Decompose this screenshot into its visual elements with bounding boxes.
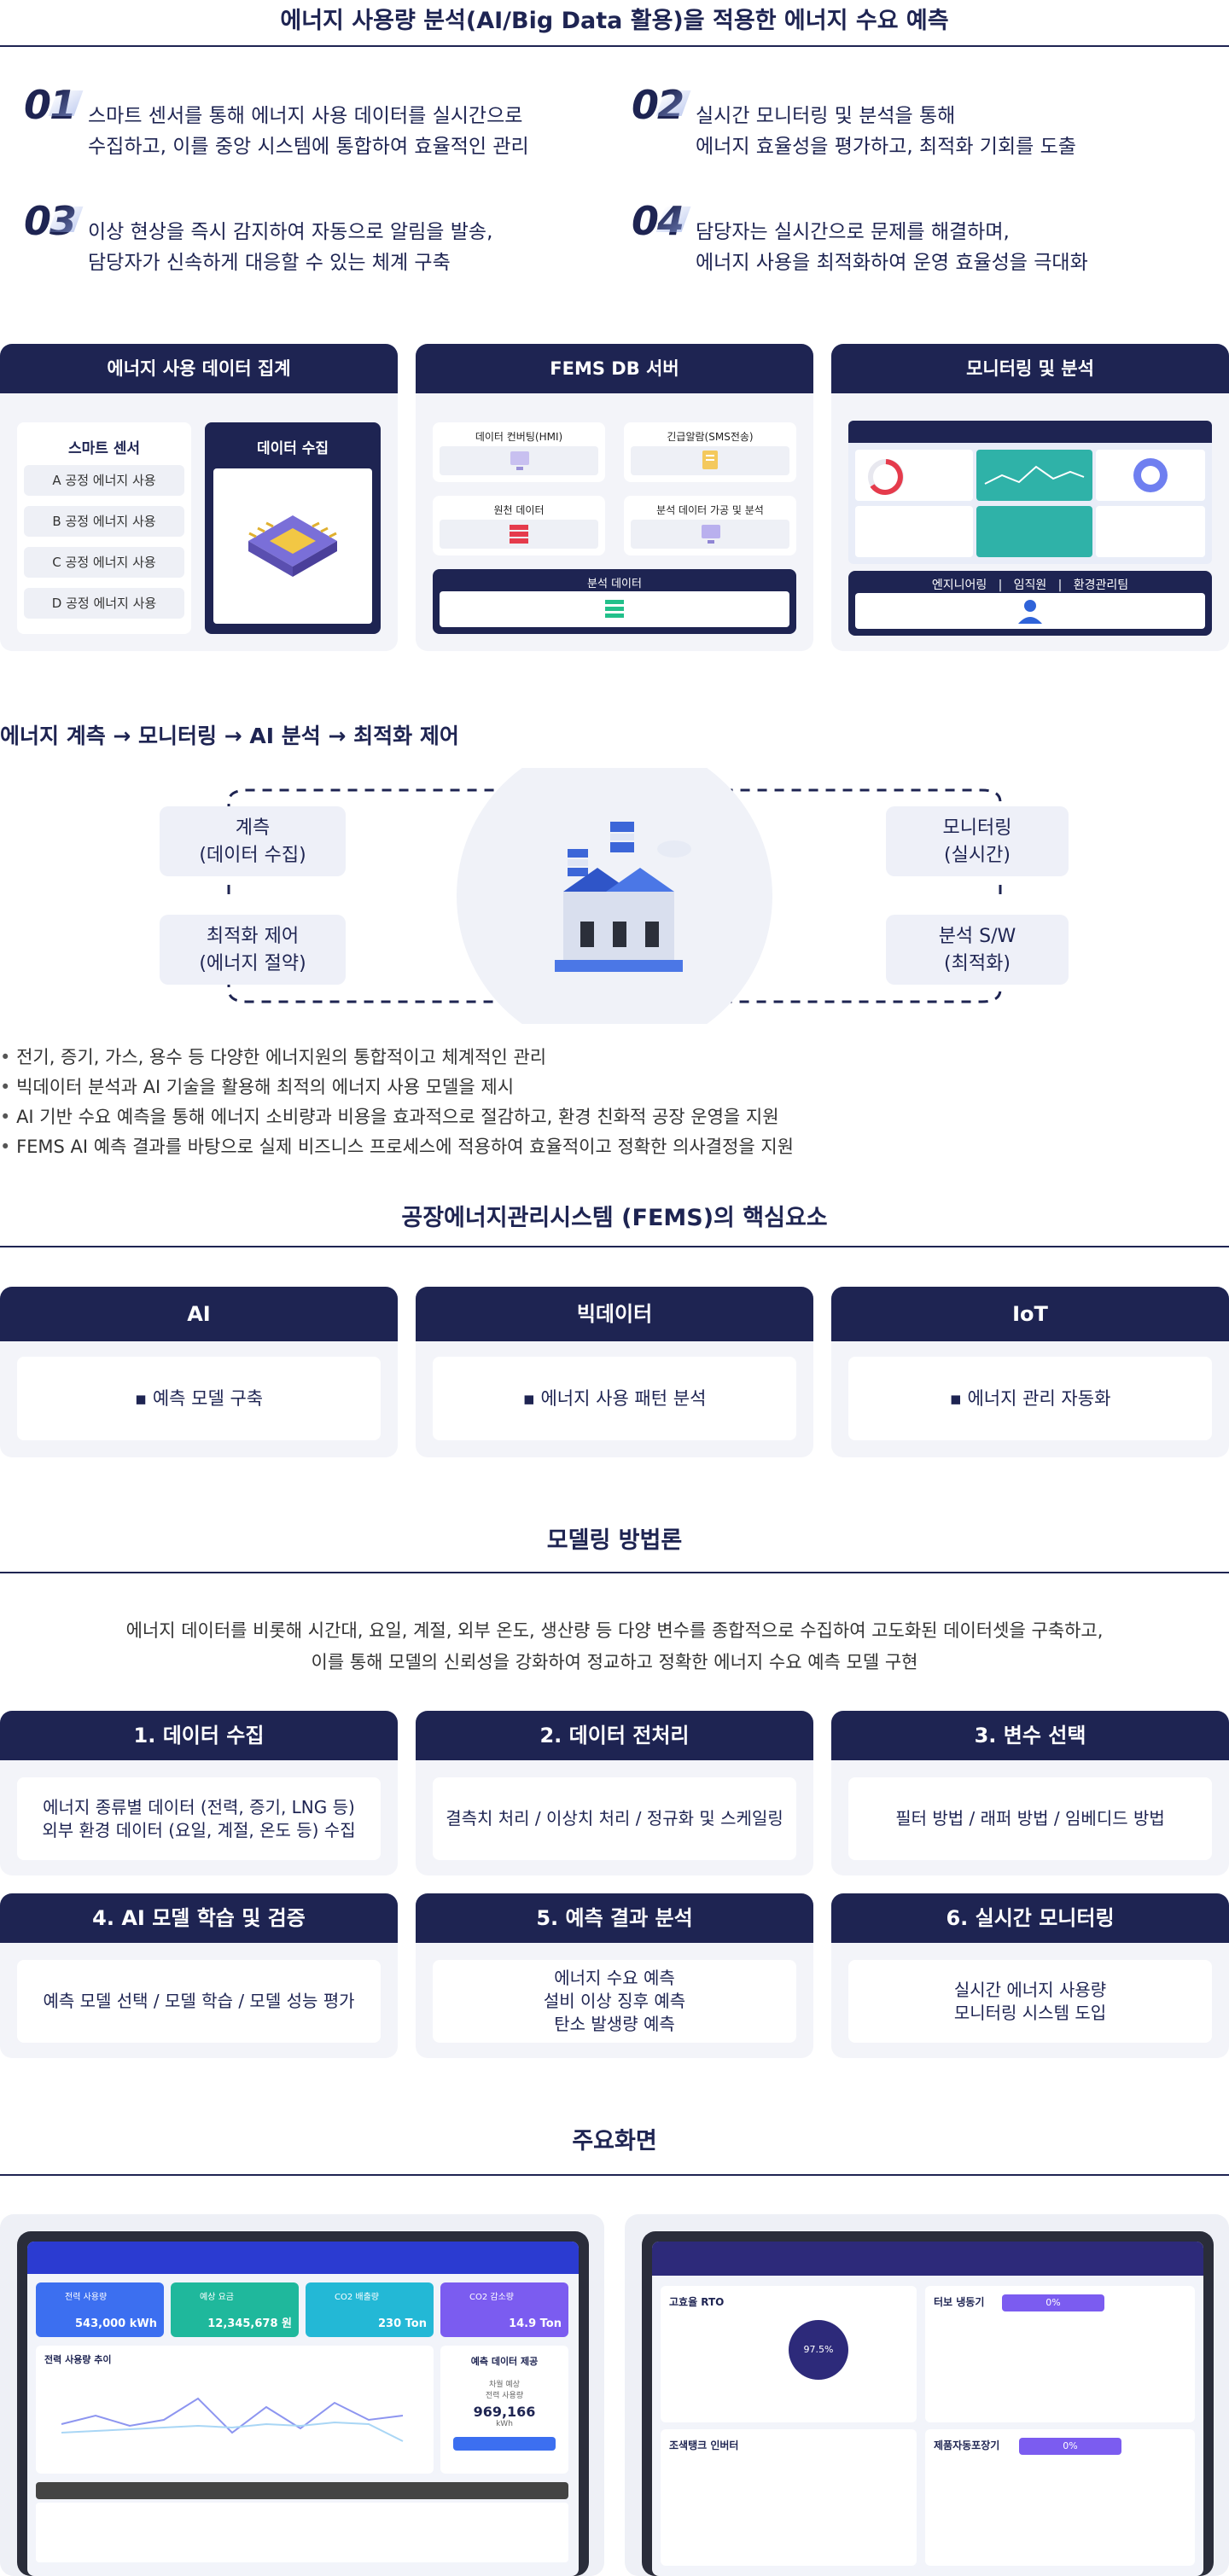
feature-list: 전기, 증기, 가스, 용수 등 다양한 에너지원의 통합적이고 체계적인 관리… [0,1043,794,1162]
core-iot: IoT ▪ 에너지 관리 자동화 [831,1287,1229,1457]
method-section-title: 모델링 방법론 [546,1527,683,1554]
arch-fems-db: FEMS DB 서버 데이터 컨버팅(HMI) 긴급알람(SMS전송) 원천 데… [416,344,813,651]
process-panel: 고효율 RTO 97.5% [661,2286,917,2422]
sensor-title: 스마트 센서 [67,440,141,457]
step-number: 02 [632,82,684,128]
process-panel: 제품자동포장기 0% [925,2429,1195,2566]
detail-button[interactable] [453,2437,556,2451]
screens-rule [0,2174,1229,2176]
app-topbar [652,2242,1203,2276]
step-number: 03 [24,198,77,244]
usage-line-chart [61,2397,404,2442]
cpu-chip-icon [248,515,337,577]
role-label: 환경관리팀 [1073,579,1129,592]
method-card-4: 4. AI 모델 학습 및 검증 예측 모델 선택 / 모델 학습 / 모델 성… [0,1893,398,2058]
analysis-monitor-icon [702,525,720,544]
status-badge: 0% [1019,2438,1121,2455]
step-number: 04 [632,198,684,244]
db-box-raw: 원천 데이터 [433,496,605,555]
app-topbar [27,2242,579,2274]
list-item: FEMS AI 예측 결과를 바탕으로 실제 비즈니스 프로세스에 적용하여 효… [0,1132,794,1162]
flow-title: 에너지 계측 → 모니터링 → AI 분석 → 최적화 제어 [0,724,459,748]
step-number: 01 [24,82,77,128]
smart-sensor-box: 스마트 센서 A 공정 에너지 사용 B 공정 에너지 사용 C 공정 에너지 … [17,422,191,634]
efficiency-gauge: 97.5% [789,2320,848,2380]
prediction-value: 969,166 [473,2404,536,2420]
role-label: 임직원 [1013,579,1047,592]
screens-section-title: 주요화면 [572,2128,657,2154]
method-rule [0,1572,1229,1573]
card-title: 모니터링 및 분석 [831,344,1229,393]
step-text: 담당자는 실시간으로 문제를 해결하며,에너지 사용을 최적화하여 운영 효율성… [696,221,1088,274]
db-box-hmi: 데이터 컨버팅(HMI) [433,422,605,482]
data-collection-box: 데이터 수집 [205,422,381,634]
kpi-card: 전력 사용량 543,000 kWh [36,2282,164,2337]
list-item: 빅데이터 분석과 AI 기술을 활용해 최적의 에너지 사용 모델을 제시 [0,1073,794,1102]
status-badge: 0% [1002,2294,1104,2311]
user-icon [1018,600,1042,624]
method-card-1: 1. 데이터 수집 에너지 종류별 데이터 (전력, 증기, LNG 등)외부 … [0,1711,398,1875]
sensor-item: B 공정 에너지 사용 [24,506,184,537]
step-text: 이상 현상을 즉시 감지하여 자동으로 알림을 발송,담당자가 신속하게 대응할… [88,221,493,274]
sensor-item: D 공정 에너지 사용 [24,588,184,619]
stack-icon [605,600,624,618]
list-item: 전기, 증기, 가스, 용수 등 다양한 에너지원의 통합적이고 체계적인 관리 [0,1043,794,1073]
flow-node-monitoring: 모니터링(실시간) [886,806,1069,876]
prediction-panel: 예측 데이터 제공 차월 예상 전력 사용량 969,166 kWh [440,2346,568,2474]
method-card-3: 3. 변수 선택 필터 방법 / 래퍼 방법 / 임베디드 방법 [831,1711,1229,1875]
db-box-alarm: 긴급알람(SMS전송) [624,422,796,482]
flow-node-analysis: 분석 S/W(최적화) [886,915,1069,985]
card-title: FEMS DB 서버 [416,344,813,393]
card-title: 에너지 사용 데이터 집계 [0,344,398,393]
kpi-card: CO2 배출량 230 Ton [306,2282,434,2337]
collect-title: 데이터 수집 [256,440,329,457]
method-description: 에너지 데이터를 비롯해 시간대, 요일, 계절, 외부 온도, 생산량 등 다… [125,1620,1104,1672]
factory-icon [555,822,691,972]
monitor-icon [510,451,529,470]
analysis-data-box: 분석 데이터 [433,569,796,634]
donut-icon [1133,458,1168,492]
flow-node-measure: 계측(데이터 수집) [160,806,346,876]
method-card-2: 2. 데이터 전처리 결측치 처리 / 이상치 처리 / 정규화 및 스케일링 [416,1711,813,1875]
arch-monitoring: 모니터링 및 분석 엔지니어링 | 임직원 | 환경관리팀 [831,344,1229,651]
roles-box: 엔지니어링 | 임직원 | 환경관리팀 [848,571,1212,636]
core-section-title: 공장에너지관리시스템 (FEMS)의 핵심요소 [401,1205,828,1231]
page-title: 에너지 사용량 분석(AI/Big Data 활용)을 적용한 에너지 수요 예… [280,8,949,34]
kpi-card: 예상 요금 12,345,678 원 [171,2282,299,2337]
dashboard-screenshot-2: 고효율 RTO 97.5% 터보 냉동기 0% 조색탱크 인버터 제품자동포장기… [625,2214,1229,2576]
role-label: 엔지니어링 [931,579,987,592]
kpi-card: CO2 감소량 14.9 Ton [440,2282,568,2337]
arch-data-aggregation: 에너지 사용 데이터 집계 스마트 센서 A 공정 에너지 사용 B 공정 에너… [0,344,398,651]
db-box-analysis: 분석 데이터 가공 및 분석 [624,496,796,555]
process-panel: 조색탱크 인버터 [661,2429,917,2566]
process-panel: 터보 냉동기 0% [925,2286,1195,2422]
sensor-item: A 공정 에너지 사용 [24,465,184,496]
core-bigdata: 빅데이터 ▪ 에너지 사용 패턴 분석 [416,1287,813,1457]
usage-chart-panel: 전력 사용량 추이 [36,2346,434,2474]
core-rule [0,1246,1229,1247]
gauge-icon [868,459,904,495]
database-icon [510,525,528,544]
page-header: 에너지 사용량 분석(AI/Big Data 활용)을 적용한 에너지 수요 예… [0,0,1229,47]
flow-node-optimize: 최적화 제어(에너지 절약) [160,915,346,985]
core-ai: AI ▪ 예측 모델 구축 [0,1287,398,1457]
line-chart-icon [984,465,1085,485]
dashboard-screenshot-1: 전력 사용량 543,000 kWh 예상 요금 12,345,678 원 CO… [0,2214,604,2576]
header-rule [0,45,1229,47]
document-icon [702,451,718,469]
sensor-item: C 공정 에너지 사용 [24,547,184,578]
list-item: AI 기반 수요 예측을 통해 에너지 소비량과 비용을 효과적으로 절감하고,… [0,1102,794,1132]
dashboard-thumbnail [848,421,1212,564]
